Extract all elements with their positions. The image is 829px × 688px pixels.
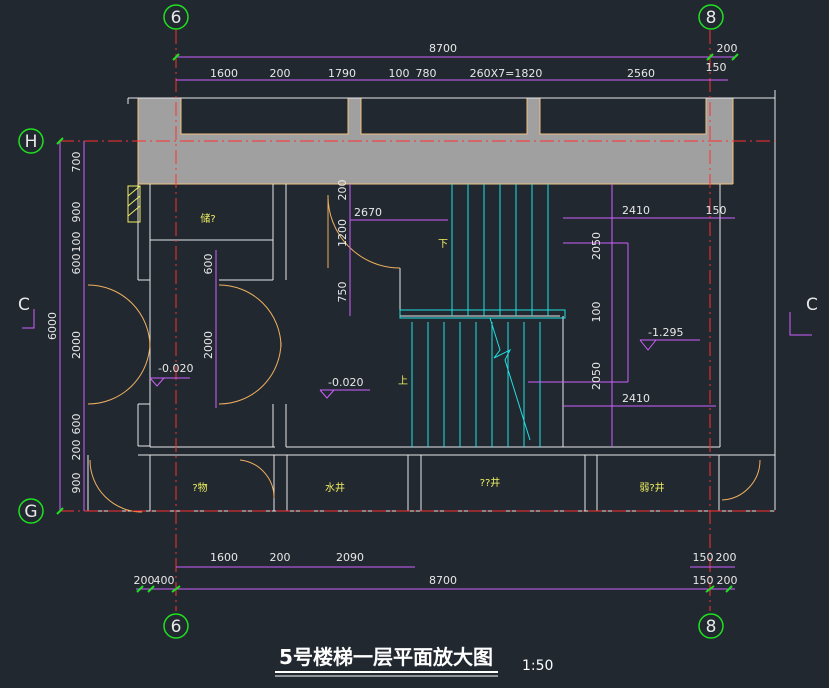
dim-inner-2410a: 2410 bbox=[622, 204, 650, 217]
axis-label-h: H bbox=[25, 132, 38, 152]
section-mark-left: C bbox=[18, 295, 30, 315]
room-water-well: 水井 bbox=[325, 481, 345, 494]
drawing-title: 5号楼梯一层平面放大图 bbox=[279, 645, 493, 669]
dim-top-780: 780 bbox=[416, 67, 437, 80]
axis-label-bottom-right: 8 bbox=[706, 617, 717, 637]
dim-inner-200: 200 bbox=[336, 180, 349, 201]
dim-left-100: 100 bbox=[70, 232, 83, 253]
dim-top-200b: 200 bbox=[270, 67, 291, 80]
dim-bottom-200: 200 bbox=[270, 551, 291, 564]
dim-top-treads: 260X7=1820 bbox=[470, 67, 543, 80]
axis-bubble-bottom-left bbox=[163, 613, 189, 639]
dim-inner-2000: 2000 bbox=[202, 331, 215, 359]
dim-inner-1200: 1200 bbox=[336, 219, 349, 247]
dim-bottom-200b: 200 bbox=[716, 551, 737, 564]
dim-bottom-200c: 200 bbox=[717, 574, 738, 587]
axis-bubble-g bbox=[18, 498, 44, 524]
dim-left-900b: 900 bbox=[70, 473, 83, 494]
elevation-landing: -1.295 bbox=[648, 326, 683, 339]
axis-label-top-right: 8 bbox=[706, 8, 717, 28]
drawing-scale: 1:50 bbox=[522, 658, 553, 674]
dim-top-200: 200 bbox=[717, 42, 738, 55]
hatch-marker bbox=[127, 185, 141, 223]
dim-bottom-2090: 2090 bbox=[336, 551, 364, 564]
dim-left-900: 900 bbox=[70, 202, 83, 223]
dim-inner-2050a: 2050 bbox=[590, 232, 603, 260]
dim-bottom-1600: 1600 bbox=[210, 551, 238, 564]
dim-left-200: 200 bbox=[70, 440, 83, 461]
elevation-left: -0.020 bbox=[158, 362, 193, 375]
dim-bottom-150b: 150 bbox=[693, 574, 714, 587]
dim-inner-100: 100 bbox=[590, 302, 603, 323]
dim-bottom-total: 8700 bbox=[429, 574, 457, 587]
axis-bubble-bottom-right bbox=[698, 613, 724, 639]
section-mark-right: C bbox=[806, 295, 818, 315]
dim-left-600b: 600 bbox=[70, 414, 83, 435]
room-elec-well: ??井 bbox=[480, 476, 501, 489]
dim-inner-2410b: 2410 bbox=[622, 392, 650, 405]
dim-top-1790: 1790 bbox=[328, 67, 356, 80]
top-wall-band bbox=[137, 97, 734, 185]
dimension-ticks bbox=[56, 53, 739, 593]
room-weak-well: 弱?井 bbox=[639, 481, 664, 494]
room-top-small: 储? bbox=[200, 212, 215, 225]
stair-down-label: 下 bbox=[438, 239, 448, 250]
dim-top-100: 100 bbox=[389, 67, 410, 80]
doors bbox=[87, 194, 761, 513]
dim-bottom-left-200: 200 bbox=[134, 574, 155, 587]
dimension-lines bbox=[22, 56, 812, 590]
axis-label-top-left: 6 bbox=[171, 8, 182, 28]
dim-top-150: 150 bbox=[706, 61, 727, 74]
elevation-main: -0.020 bbox=[328, 376, 363, 389]
dim-top-1600: 1600 bbox=[210, 67, 238, 80]
dim-bottom-150: 150 bbox=[693, 551, 714, 564]
stair-flights bbox=[399, 184, 566, 447]
axis-label-bottom-left: 6 bbox=[171, 617, 182, 637]
axis-bubbles bbox=[18, 4, 724, 639]
stair-up-label: 上 bbox=[398, 375, 408, 387]
dim-bottom-left-400: 400 bbox=[154, 574, 175, 587]
center-lines bbox=[60, 30, 775, 611]
room-storage: ?物 bbox=[192, 481, 207, 494]
dim-inner-600: 600 bbox=[202, 254, 215, 275]
axis-bubble-top-right bbox=[698, 4, 724, 30]
dim-top-2560: 2560 bbox=[627, 67, 655, 80]
dim-left-700: 700 bbox=[70, 152, 83, 173]
dim-inner-2670: 2670 bbox=[354, 206, 382, 219]
dim-top-total: 8700 bbox=[429, 42, 457, 55]
axis-bubble-h bbox=[18, 128, 44, 154]
dim-left-2000: 2000 bbox=[70, 331, 83, 359]
axis-bubble-top-left bbox=[163, 4, 189, 30]
dim-inner-750: 750 bbox=[336, 282, 349, 303]
dim-inner-150: 150 bbox=[706, 204, 727, 217]
dim-inner-2050b: 2050 bbox=[590, 362, 603, 390]
dim-left-600: 600 bbox=[70, 254, 83, 275]
dim-left-6000: 6000 bbox=[46, 312, 59, 340]
axis-label-g: G bbox=[24, 502, 37, 522]
